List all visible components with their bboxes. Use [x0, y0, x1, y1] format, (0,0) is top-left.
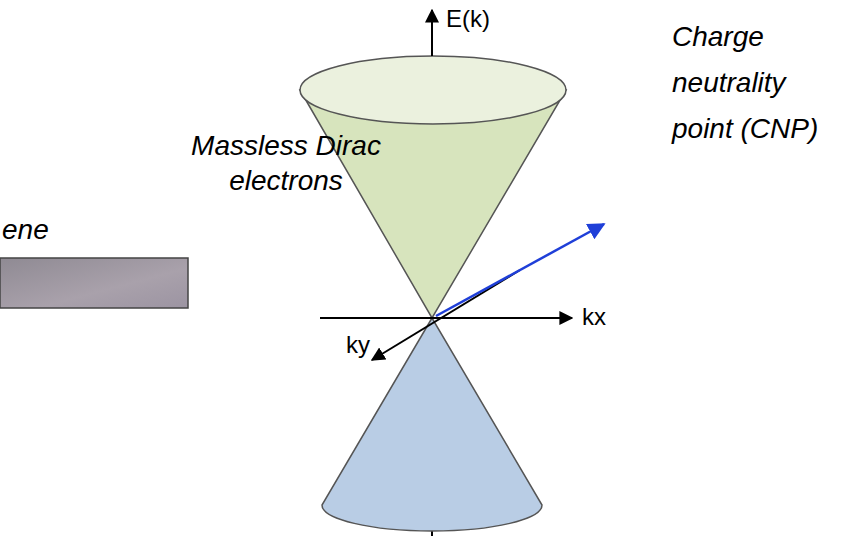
callout-text: Charge neutrality point (CNP): [672, 14, 850, 152]
axis-label: kx: [582, 302, 632, 332]
caption-fragment: ene: [2, 212, 82, 247]
sample-photo: [0, 258, 188, 308]
valence-cone: [322, 318, 542, 531]
energy-axis-arrow: [431, 10, 433, 56]
axis-label: E(k): [446, 4, 526, 34]
cone-top-ellipse: [300, 56, 566, 124]
callout-text: Massless Dirac electrons: [168, 128, 404, 198]
cnp-pointer: [436, 224, 604, 316]
kx-axis: [320, 317, 572, 319]
axis-label: ky: [346, 330, 386, 360]
